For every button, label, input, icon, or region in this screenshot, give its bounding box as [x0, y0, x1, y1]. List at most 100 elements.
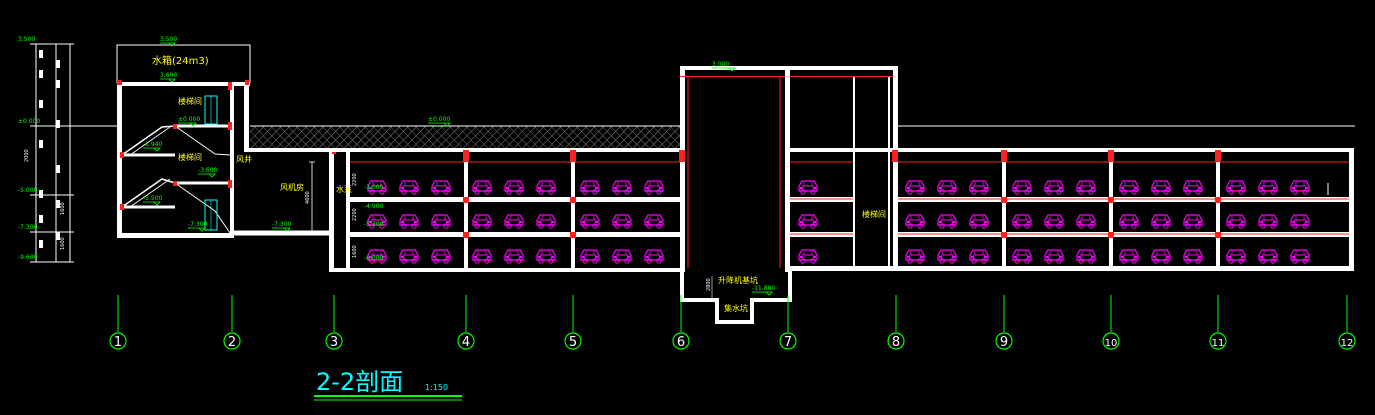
- axis-label: 11: [1212, 338, 1225, 349]
- fan-room-dim: 4600: [305, 191, 311, 204]
- svg-text:-3.000: -3.000: [364, 184, 384, 191]
- car-icon: [536, 180, 556, 195]
- parking-hall-left: [329, 66, 685, 272]
- svg-text:±0.000: ±0.000: [178, 116, 200, 123]
- elev-stair-1: -1.940: [143, 141, 163, 152]
- svg-text:-11.880: -11.880: [752, 285, 775, 292]
- bay-dim-3: 1600: [352, 245, 358, 258]
- elev-stair-ground: ±0.000: [178, 116, 200, 127]
- car-icon: [798, 249, 818, 264]
- svg-text:-6.000: -6.000: [364, 255, 384, 262]
- car-icon: [431, 214, 451, 229]
- car-icon: [969, 249, 989, 264]
- ground-line: [70, 125, 1355, 148]
- elev-stair-3: -5.500: [143, 195, 163, 206]
- sump-label: 集水坑: [724, 303, 748, 313]
- axis-bubble: [457, 332, 475, 350]
- room-labels: 水箱(24m3) 楼梯间 楼梯间 风井 风机房 水泵 升降机基坑 集水坑 楼梯间: [152, 54, 886, 313]
- car-icon: [580, 180, 600, 195]
- stairwell-mid-label: 楼梯间: [178, 152, 202, 162]
- elev-pit-bottom: -11.880: [752, 285, 775, 296]
- elev-ground-mid: ±0.000: [428, 116, 451, 127]
- stair-tower: [116, 44, 332, 238]
- elev-b3: -6.000: [364, 255, 384, 262]
- axis-bubble: [672, 332, 690, 350]
- car-icon: [1290, 214, 1310, 229]
- car-icon: [798, 180, 818, 195]
- side-dim-total: 2000: [24, 149, 30, 162]
- car-icon: [1044, 249, 1064, 264]
- car-icon: [1290, 249, 1310, 264]
- car-icon: [504, 180, 524, 195]
- svg-text:±0.000: ±0.000: [428, 116, 450, 123]
- side-elev-5: -9.600: [18, 254, 38, 261]
- car-icon: [905, 180, 925, 195]
- axis-bubble: [325, 332, 343, 350]
- svg-text:-5.500: -5.500: [143, 195, 163, 202]
- car-icon: [798, 214, 818, 229]
- title-scale: 1:150: [425, 383, 448, 392]
- car-icon: [1012, 180, 1032, 195]
- car-icon: [937, 249, 957, 264]
- side-dim-b: 1600: [60, 237, 66, 250]
- axis-bubble: [887, 332, 905, 350]
- elev-b2a: -4.900: [364, 203, 384, 210]
- parking-hall-right: [790, 66, 1354, 271]
- water-tank-label: 水箱(24m3): [152, 54, 209, 67]
- car-icon: [937, 214, 957, 229]
- car-icon: [536, 249, 556, 264]
- car-icon: [504, 214, 524, 229]
- car-icon: [905, 249, 925, 264]
- car-icon: [1119, 214, 1139, 229]
- air-shaft-label: 风井: [236, 154, 252, 164]
- axis-bubble: [1102, 332, 1120, 350]
- axis-label: 9: [1000, 335, 1008, 350]
- axis-bubble: [564, 332, 582, 350]
- car-icon: [905, 214, 925, 229]
- side-elev-2: ±0.000: [18, 118, 40, 125]
- axis-label: 5: [569, 335, 577, 350]
- car-icon: [472, 214, 492, 229]
- svg-text:3.000: 3.000: [712, 61, 729, 68]
- svg-text:-7.300: -7.300: [272, 221, 292, 228]
- water-pump-label: 水泵: [336, 184, 352, 194]
- svg-text:-1.940: -1.940: [143, 141, 163, 148]
- car-icon: [1044, 214, 1064, 229]
- car-icon: [612, 180, 632, 195]
- axis-label: 10: [1105, 338, 1118, 349]
- axis-bubble: [779, 332, 797, 350]
- elev-b1: -3.000: [364, 184, 384, 191]
- dimension-labels: 4600 2200 2200 1600 2800: [305, 173, 712, 291]
- fan-room: [249, 148, 336, 272]
- car-icon: [1012, 214, 1032, 229]
- car-icon: [431, 249, 451, 264]
- car-icon: [969, 180, 989, 195]
- axis-label: 7: [784, 335, 792, 350]
- car-icon: [1119, 249, 1139, 264]
- elev-stair-4: -7.300: [188, 221, 208, 232]
- car-icon: [1044, 180, 1064, 195]
- car-icon: [644, 214, 664, 229]
- car-icon: [472, 180, 492, 195]
- car-icon: [472, 249, 492, 264]
- car-icon: [1076, 180, 1096, 195]
- car-icon: [580, 249, 600, 264]
- svg-text:-3.600: -3.600: [198, 167, 218, 174]
- axis-bubble: [223, 332, 241, 350]
- svg-text:-4.900: -4.900: [364, 203, 384, 210]
- car-icon: [1151, 180, 1171, 195]
- car-icon: [1183, 249, 1203, 264]
- axis-label: 12: [1341, 338, 1354, 349]
- stairwell-top-label: 楼梯间: [178, 96, 202, 106]
- bay-dim-1: 2200: [352, 173, 358, 186]
- side-elev-1: 3.500: [18, 36, 35, 43]
- car-icon: [1012, 249, 1032, 264]
- drawing-title: 2-2剖面 1:150: [314, 368, 462, 401]
- axis-bubble: [109, 332, 127, 350]
- axis-bubble: [1209, 332, 1227, 350]
- car-icon: [1226, 180, 1246, 195]
- car-icon: [580, 214, 600, 229]
- elev-lift-top: 3.000: [712, 61, 736, 72]
- svg-text:3.600: 3.600: [160, 72, 177, 79]
